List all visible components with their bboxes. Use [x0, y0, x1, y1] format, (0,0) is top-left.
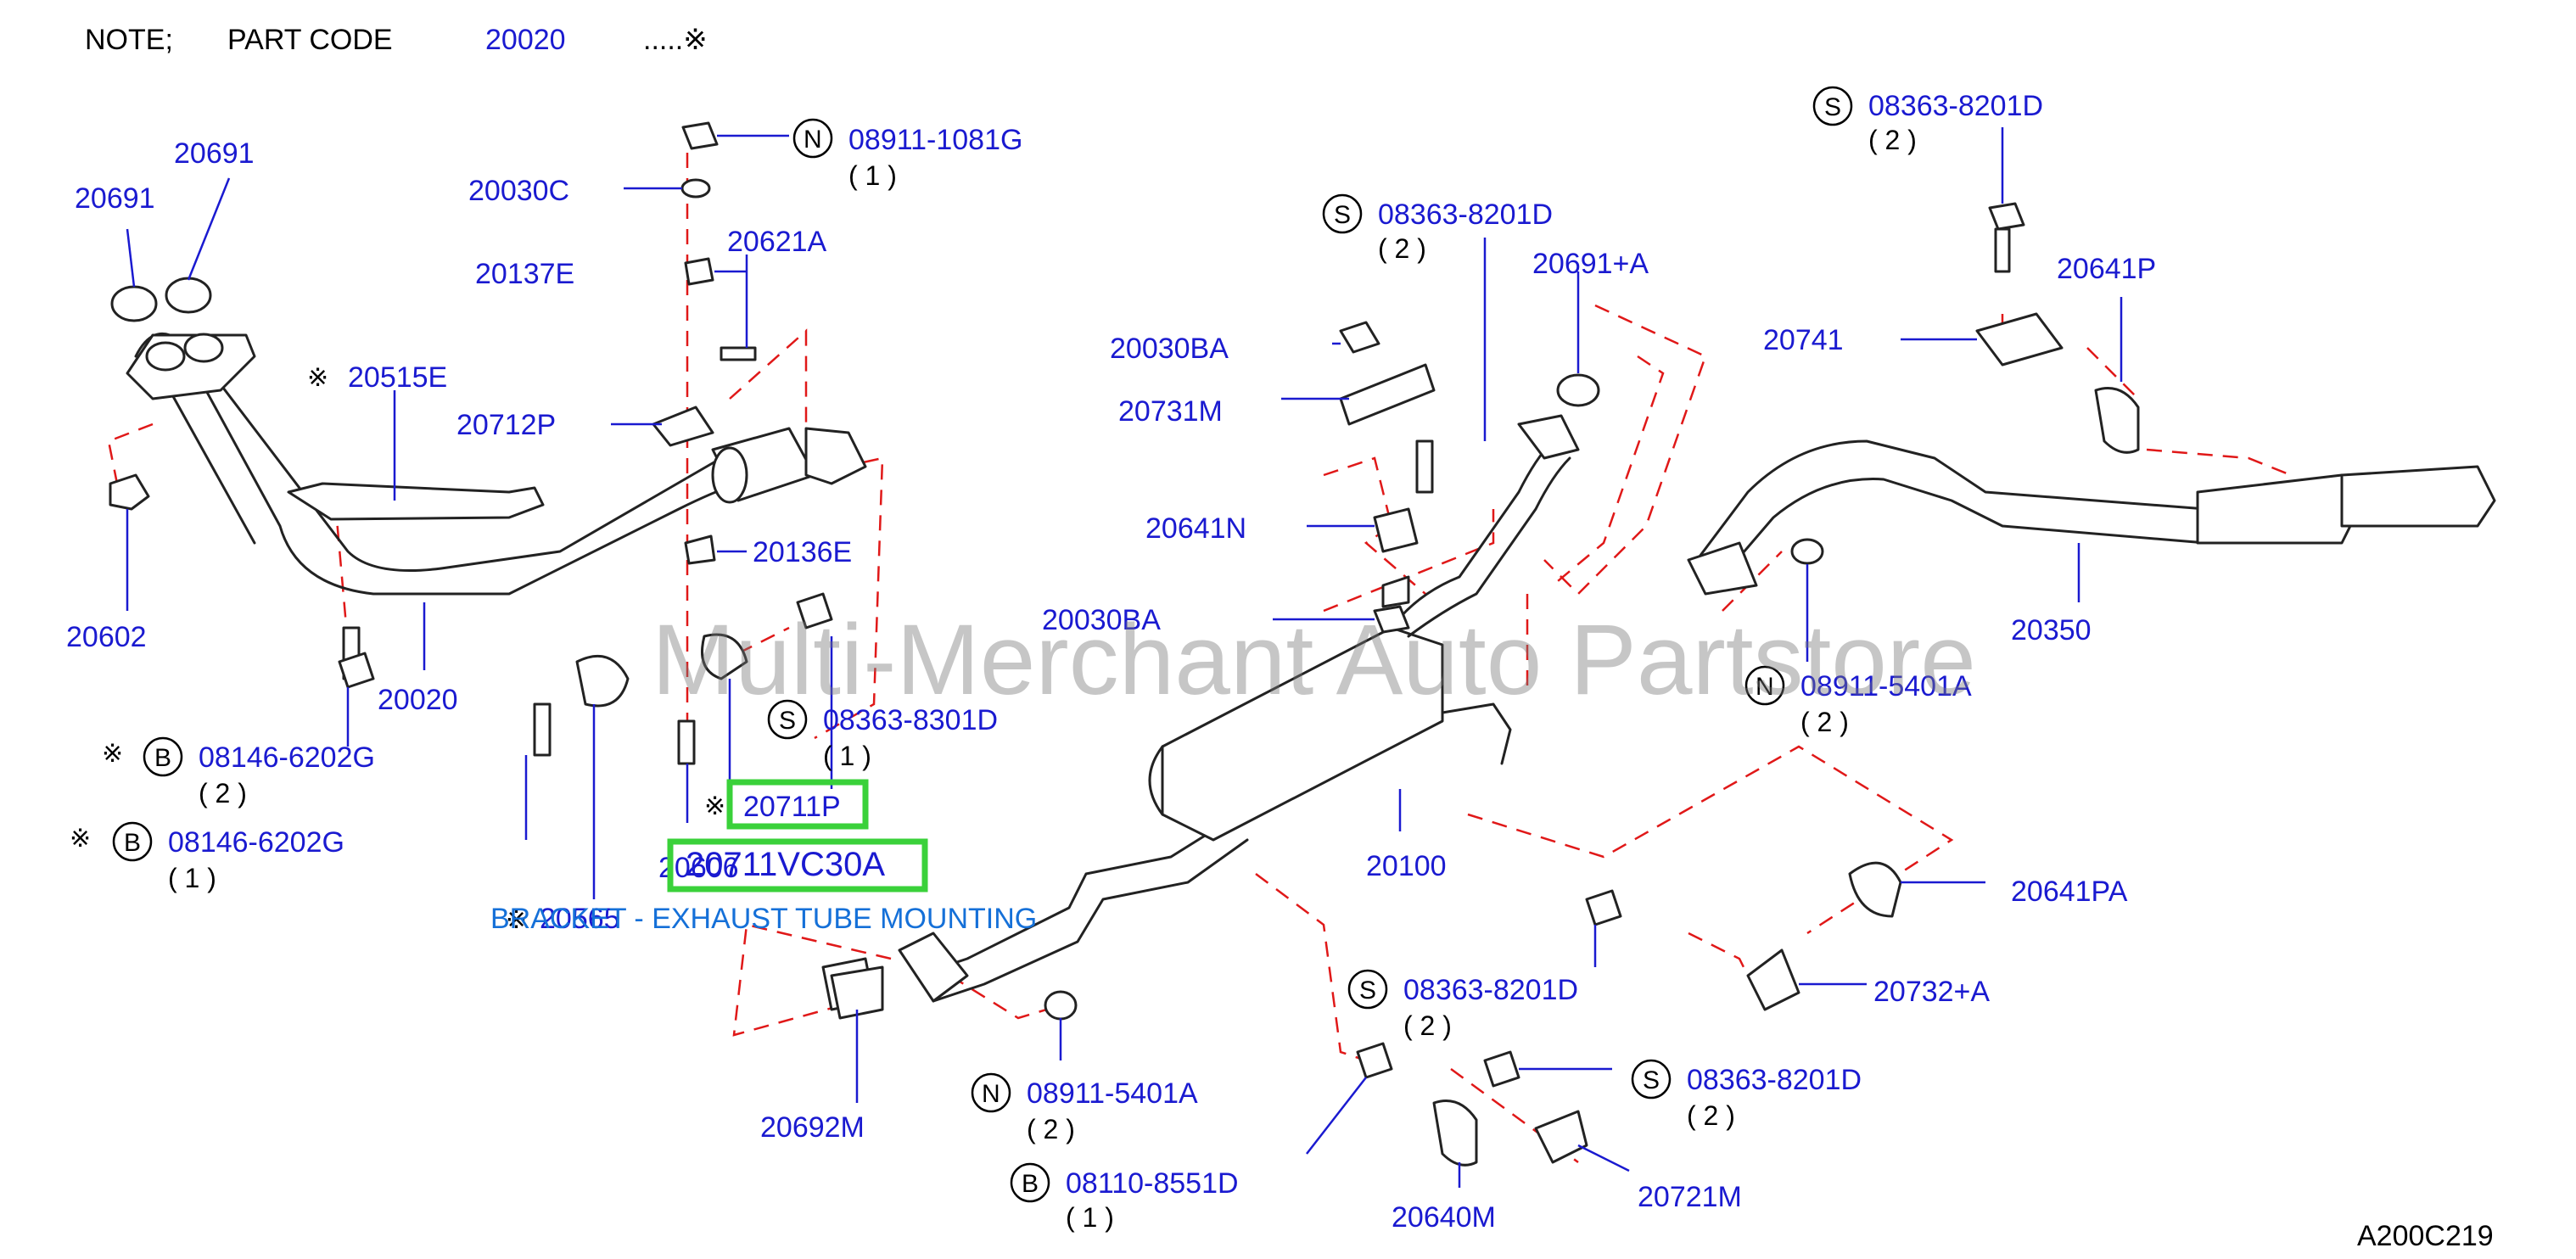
- symbol-s-08363-8301D: S: [779, 707, 796, 735]
- qty-08110-8551D: ( 1 ): [1066, 1202, 1114, 1233]
- label-08110-8551D[interactable]: 08110-8551D: [1066, 1167, 1239, 1200]
- leader-lines: [126, 127, 2123, 1188]
- label-20741[interactable]: 20741: [1763, 324, 1844, 356]
- hardware-small-parts: [109, 121, 2140, 1167]
- label-20030C[interactable]: 20030C: [468, 175, 569, 207]
- qty-08911-5401A-a: ( 2 ): [1800, 707, 1849, 737]
- label-20030BA-bottom[interactable]: 20030BA: [1042, 604, 1161, 636]
- label-08146-6202G-b[interactable]: 08146-6202G: [168, 826, 344, 859]
- label-20100[interactable]: 20100: [1366, 850, 1447, 882]
- symbol-n-08911-1081G: N: [804, 126, 822, 154]
- symbol-s-08363-8201D-d: S: [1643, 1066, 1660, 1094]
- label-20515E[interactable]: 20515E: [348, 361, 447, 394]
- note-prefix: NOTE;: [85, 24, 173, 56]
- label-08363-8201D-d[interactable]: 08363-8201D: [1687, 1064, 1862, 1096]
- label-20692M[interactable]: 20692M: [760, 1111, 865, 1144]
- front-exhaust-tube: [126, 332, 740, 596]
- symbol-n-08911-5401A-a: N: [1756, 673, 1774, 701]
- gasket-20691-a: [110, 285, 158, 322]
- note-part-code-label: PART CODE: [227, 24, 393, 56]
- label-20711VC30A[interactable]: 20711VC30A: [686, 846, 885, 883]
- label-20711P[interactable]: 20711P: [743, 791, 841, 823]
- note-header: NOTE; PART CODE 20020 .....※: [85, 24, 708, 56]
- label-20621A[interactable]: 20621A: [727, 226, 827, 258]
- callout-labels: 20691 20691 ※ 20515E 20602 20020 ※ B 081…: [66, 86, 2156, 1234]
- symbol-s-08363-8201D-b: S: [1824, 93, 1841, 121]
- label-08911-5401A-a[interactable]: 08911-5401A: [1800, 670, 1972, 702]
- symbol-s-08363-8201D-c: S: [1359, 976, 1376, 1004]
- label-20732+A[interactable]: 20732+A: [1873, 976, 1990, 1008]
- label-20691-a[interactable]: 20691: [75, 182, 155, 215]
- label-20640M[interactable]: 20640M: [1392, 1201, 1496, 1234]
- label-08911-1081G[interactable]: 08911-1081G: [848, 124, 1022, 156]
- symbol-b-08110-8551D: B: [1022, 1170, 1039, 1198]
- label-20030BA-top[interactable]: 20030BA: [1110, 333, 1229, 365]
- ref-mark-20515E: ※: [307, 364, 328, 392]
- ref-mark-20565: ※: [506, 906, 527, 934]
- label-20641PA[interactable]: 20641PA: [2011, 876, 2128, 908]
- pre-muffler: [711, 427, 867, 504]
- label-20691-b[interactable]: 20691: [174, 137, 255, 170]
- label-20137E[interactable]: 20137E: [475, 258, 574, 290]
- label-08363-8201D-c[interactable]: 08363-8201D: [1403, 974, 1578, 1006]
- symbol-n-08911-5401A-b: N: [982, 1080, 1000, 1108]
- symbol-b-08146-a: B: [154, 744, 171, 772]
- note-marker: .....※: [643, 24, 708, 56]
- symbol-b-08146-b: B: [124, 829, 141, 857]
- ref-mark-20711P: ※: [704, 792, 725, 820]
- label-20602[interactable]: 20602: [66, 621, 147, 653]
- tail-tube: [1687, 439, 2496, 596]
- label-20136E[interactable]: 20136E: [753, 536, 852, 568]
- ref-mark-08146-b: ※: [70, 825, 91, 853]
- qty-08146-6202G-b: ( 1 ): [168, 863, 216, 893]
- qty-08363-8301D: ( 1 ): [823, 741, 871, 771]
- highlight-20711P: [726, 779, 869, 830]
- front-heat-shield: [287, 482, 545, 521]
- qty-08146-6202G-a: ( 2 ): [199, 778, 247, 809]
- label-20721M[interactable]: 20721M: [1638, 1181, 1742, 1213]
- label-08363-8201D-b[interactable]: 08363-8201D: [1868, 90, 2043, 122]
- label-20641P[interactable]: 20641P: [2057, 253, 2156, 285]
- label-20712P[interactable]: 20712P: [456, 409, 556, 441]
- qty-08363-8201D-d: ( 2 ): [1687, 1100, 1735, 1131]
- qty-08363-8201D-c: ( 2 ): [1403, 1010, 1452, 1041]
- qty-08363-8201D-a: ( 2 ): [1378, 233, 1426, 264]
- watermark: Multi-Merchant Auto Partstore: [652, 604, 1976, 716]
- note-part-code[interactable]: 20020: [485, 24, 566, 56]
- label-20731M[interactable]: 20731M: [1118, 395, 1223, 428]
- label-08146-6202G-a[interactable]: 08146-6202G: [199, 741, 375, 774]
- label-08363-8301D[interactable]: 08363-8301D: [823, 704, 998, 736]
- ref-mark-08146-a: ※: [102, 740, 123, 768]
- qty-08363-8201D-b: ( 2 ): [1868, 125, 1917, 155]
- label-20020[interactable]: 20020: [378, 684, 458, 716]
- gasket-20691-b: [165, 277, 212, 314]
- label-20565[interactable]: 20565: [540, 903, 620, 935]
- main-muffler: [1148, 414, 1580, 842]
- symbol-s-08363-8201D-a: S: [1334, 201, 1351, 229]
- label-20350[interactable]: 20350: [2011, 614, 2092, 646]
- qty-08911-1081G: ( 1 ): [848, 160, 897, 191]
- label-20691+A[interactable]: 20691+A: [1532, 248, 1649, 280]
- highlight-20711VC30A: [667, 838, 928, 892]
- qty-08911-5401A-b: ( 2 ): [1027, 1114, 1075, 1144]
- assembly-dashed-lines: [107, 153, 2292, 1164]
- label-08911-5401A-b[interactable]: 08911-5401A: [1027, 1077, 1198, 1110]
- label-08363-8201D-a[interactable]: 08363-8201D: [1378, 199, 1553, 231]
- diagram-id: A200C219: [2357, 1220, 2494, 1252]
- label-20641N[interactable]: 20641N: [1145, 512, 1246, 545]
- overlay-bracket-label: BRACKET - EXHAUST TUBE MOUNTING: [490, 903, 1037, 935]
